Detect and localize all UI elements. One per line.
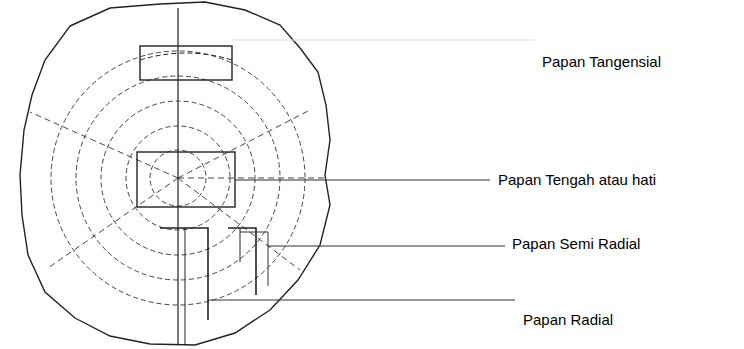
leader-lines [208,40,535,300]
part-label: Papan Semi Radial [510,235,642,253]
part-label: Papan Tangensial [540,53,663,71]
part-label: Papan Radial [521,311,615,329]
center-axis [177,8,178,345]
part-label: Papan Tengah atau hati [496,171,658,189]
log-outline [20,2,330,345]
tangential-board [140,46,232,80]
semi-radial-board [228,228,256,295]
radial-board [160,228,208,345]
heart-board [137,152,235,207]
